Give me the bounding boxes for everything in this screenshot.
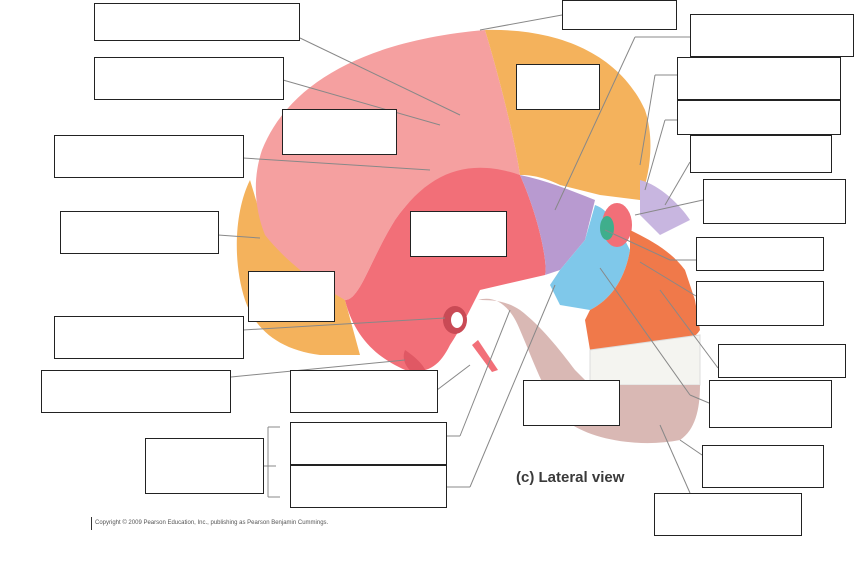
label-box-7[interactable] <box>145 438 264 494</box>
label-box-15[interactable] <box>562 0 677 30</box>
label-box-16[interactable] <box>523 380 620 426</box>
label-box-18[interactable] <box>677 57 841 100</box>
ear-canal-inner <box>451 312 463 328</box>
label-box-12[interactable] <box>290 465 447 508</box>
label-box-17[interactable] <box>690 14 854 57</box>
label-box-20[interactable] <box>690 135 832 173</box>
label-box-9[interactable] <box>248 271 335 322</box>
view-caption: (c) Lateral view <box>516 469 625 486</box>
styloid-process <box>472 340 498 372</box>
label-box-22[interactable] <box>696 237 824 271</box>
label-box-8[interactable] <box>282 109 397 155</box>
label-box-1[interactable] <box>94 3 300 41</box>
label-box-27[interactable] <box>654 493 802 536</box>
nasal-bone <box>640 180 690 235</box>
label-box-24[interactable] <box>718 344 846 378</box>
label-box-13[interactable] <box>410 211 507 257</box>
label-box-23[interactable] <box>696 281 824 326</box>
parietal-bone <box>255 30 521 300</box>
label-box-6[interactable] <box>41 370 231 413</box>
label-box-19[interactable] <box>677 100 841 135</box>
leader-lines <box>217 14 719 498</box>
sphenoid-bone <box>520 175 595 275</box>
label-box-3[interactable] <box>54 135 244 178</box>
label-box-14[interactable] <box>516 64 600 110</box>
label-box-2[interactable] <box>94 57 284 100</box>
label-box-11[interactable] <box>290 422 447 465</box>
copyright-notice: Copyright © 2009 Pearson Education, Inc.… <box>91 517 328 530</box>
label-box-10[interactable] <box>290 370 438 413</box>
label-box-25[interactable] <box>709 380 832 428</box>
label-box-5[interactable] <box>54 316 244 359</box>
label-box-21[interactable] <box>703 179 846 224</box>
label-box-4[interactable] <box>60 211 219 254</box>
label-box-26[interactable] <box>702 445 824 488</box>
lacrimal-bone <box>600 216 614 240</box>
